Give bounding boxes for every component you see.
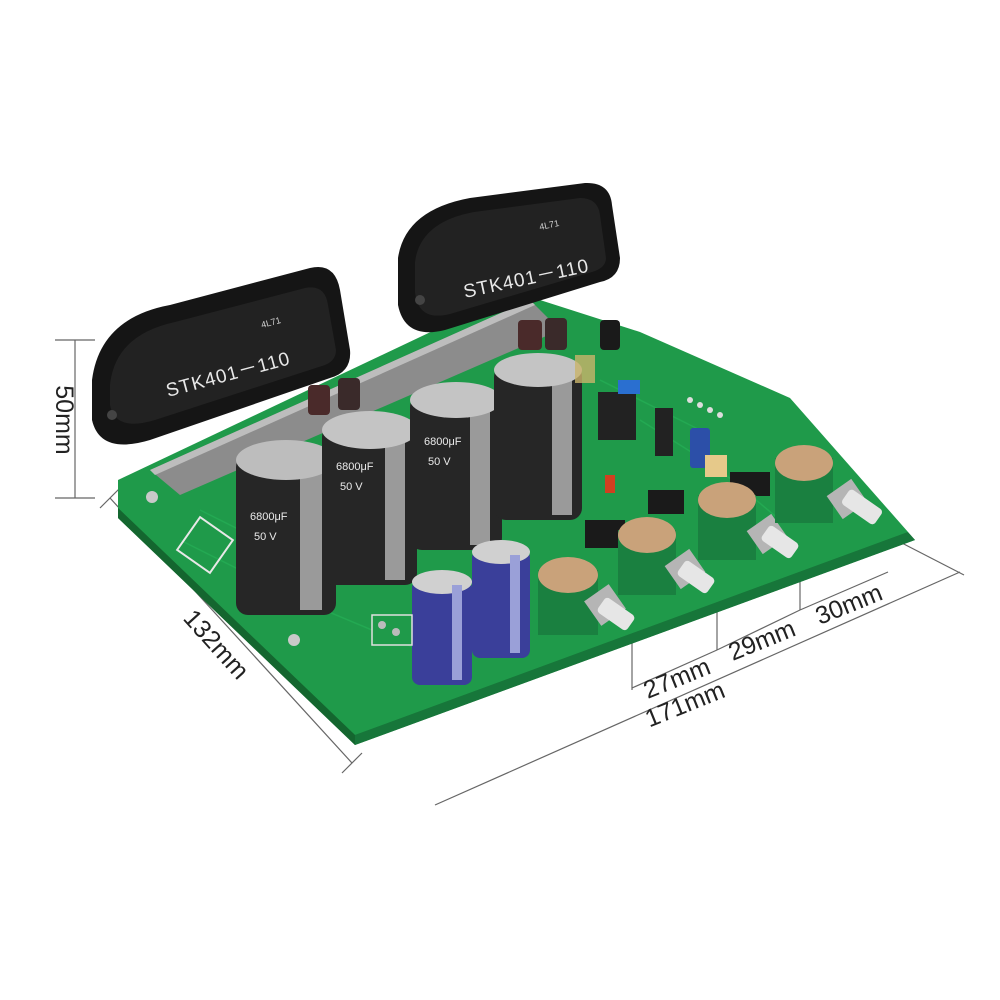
dimension-height: 50mm <box>50 385 78 454</box>
capacitor-voltage: 50 V <box>340 481 363 493</box>
capacitor: 6800μF 50 V <box>410 382 502 550</box>
potentiometers <box>538 445 882 635</box>
capacitor-voltage: 50 V <box>254 531 277 543</box>
potentiometer <box>618 517 715 595</box>
potentiometer <box>775 445 882 525</box>
mount-hole <box>146 491 158 503</box>
chip-2-code: 4L71 <box>538 218 560 232</box>
mount-hole <box>288 634 300 646</box>
potentiometer <box>538 557 635 635</box>
amplifier-chip-1: STK401－110 4L71 <box>92 266 351 445</box>
dimension-gap-3: 30mm <box>812 579 887 631</box>
blue-capacitors <box>412 540 530 685</box>
capacitor: 6800μF 50 V <box>236 440 336 615</box>
pcb-silkscreen-box <box>175 515 235 575</box>
dimension-gap-2: 29mm <box>725 615 800 667</box>
potentiometer <box>698 482 799 560</box>
amplifier-chip-2: STK401－110 4L71 <box>398 182 620 333</box>
capacitor-bank: 6800μF 50 V 6800μF 50 V 6800μF 50 V <box>236 353 582 615</box>
capacitor: 6800μF 50 V <box>322 411 418 585</box>
capacitor-value: 6800μF <box>424 436 462 448</box>
capacitor-voltage: 50 V <box>428 456 451 468</box>
capacitor <box>494 353 582 520</box>
capacitor-value: 6800μF <box>250 511 288 523</box>
capacitor-value: 6800μF <box>336 461 374 473</box>
